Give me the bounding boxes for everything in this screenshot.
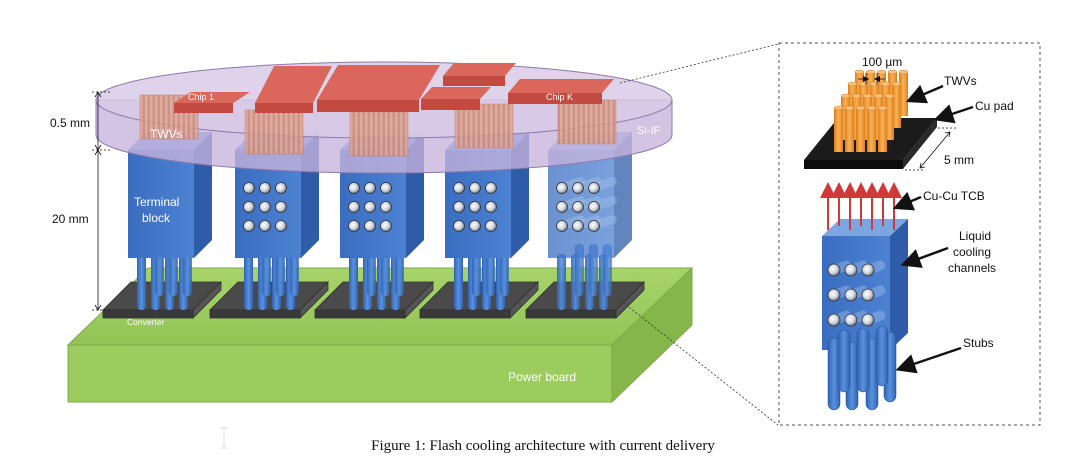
cu-cu-tcb-pointer [892, 191, 922, 211]
cu-cu-tcb-label: Cu-Cu TCB [923, 189, 985, 203]
cooling-channel [861, 260, 886, 277]
converter-label: Converter [127, 317, 164, 327]
pitch-label: 100 µm [862, 55, 902, 69]
chip-4 [443, 63, 516, 86]
cooling-channel [827, 260, 852, 277]
cu-pad-pointer [933, 104, 974, 124]
cu-pad-label: Cu pad [975, 99, 1014, 113]
dimension-0-5mm: 0.5 mm [50, 116, 90, 130]
inset-stub [856, 327, 870, 393]
pad-size-label: 5 mm [944, 153, 974, 167]
twv-bundle-5 [557, 99, 617, 145]
inset-cooling-holes [827, 260, 886, 327]
chip-1-label: Chip 1 [188, 92, 214, 102]
terminal-block-5 [548, 132, 632, 310]
inset-twv-pillar [898, 69, 909, 116]
inset-twv-pillar [844, 105, 855, 152]
power-board-label: Power board [508, 370, 576, 384]
inset-twv-pillar [866, 105, 877, 152]
figure-caption: Figure 1: Flash cooling architecture wit… [371, 438, 715, 454]
twv-bundle-3 [349, 111, 409, 157]
pad-size-marker [905, 127, 958, 171]
chip-3 [317, 65, 440, 112]
chip-1 [174, 92, 250, 113]
dimension-markers [92, 91, 110, 311]
chip-5 [421, 87, 491, 110]
pitch-marker [858, 73, 885, 85]
cooling-channel [844, 260, 869, 277]
chip-k-label: Chip K [546, 92, 573, 102]
si-if-label: Si-IF [637, 125, 661, 137]
inset-stubs [827, 325, 897, 411]
inset-stub [875, 325, 889, 387]
chip-k [508, 79, 614, 104]
cooling-channel [861, 285, 886, 302]
inset-twv-pillar [877, 105, 888, 152]
inset-twv-pillar [855, 105, 866, 152]
twvs-label: TWVs [150, 127, 183, 141]
liquid-cooling-pointer [900, 246, 949, 268]
inset-twvs-label: TWVs [944, 74, 977, 88]
terminal-block-label: Terminal block [134, 195, 183, 225]
cooling-channel [844, 310, 869, 327]
dimension-20mm: 20 mm [52, 212, 89, 226]
liquid-cooling-label: Liquid cooling channels [948, 229, 996, 275]
converter-1 [102, 281, 222, 319]
twv-bundle-4 [454, 103, 514, 149]
chips: Chip 1 Chip K [174, 63, 614, 113]
text-cursor-icon [220, 427, 228, 449]
stubs-label: Stubs [963, 336, 994, 350]
twv-bundle-2 [244, 109, 304, 155]
cooling-channel [827, 310, 852, 327]
twvs-pointer [905, 84, 944, 104]
cu-cu-tcb-arrows [820, 182, 902, 230]
inset-twv-pillar [884, 93, 895, 140]
stubs-pointer [895, 346, 962, 374]
inset-twv-pillar [891, 81, 902, 128]
twv-bundles [139, 94, 617, 157]
cooling-channel [827, 285, 852, 302]
inset-stub [837, 329, 851, 393]
inset-twv-pillar [833, 105, 844, 152]
chip-2 [255, 66, 332, 113]
inset-twvs [833, 69, 909, 152]
cooling-channel [844, 285, 869, 302]
cooling-channel [861, 310, 886, 327]
zoom-lines [619, 43, 779, 426]
